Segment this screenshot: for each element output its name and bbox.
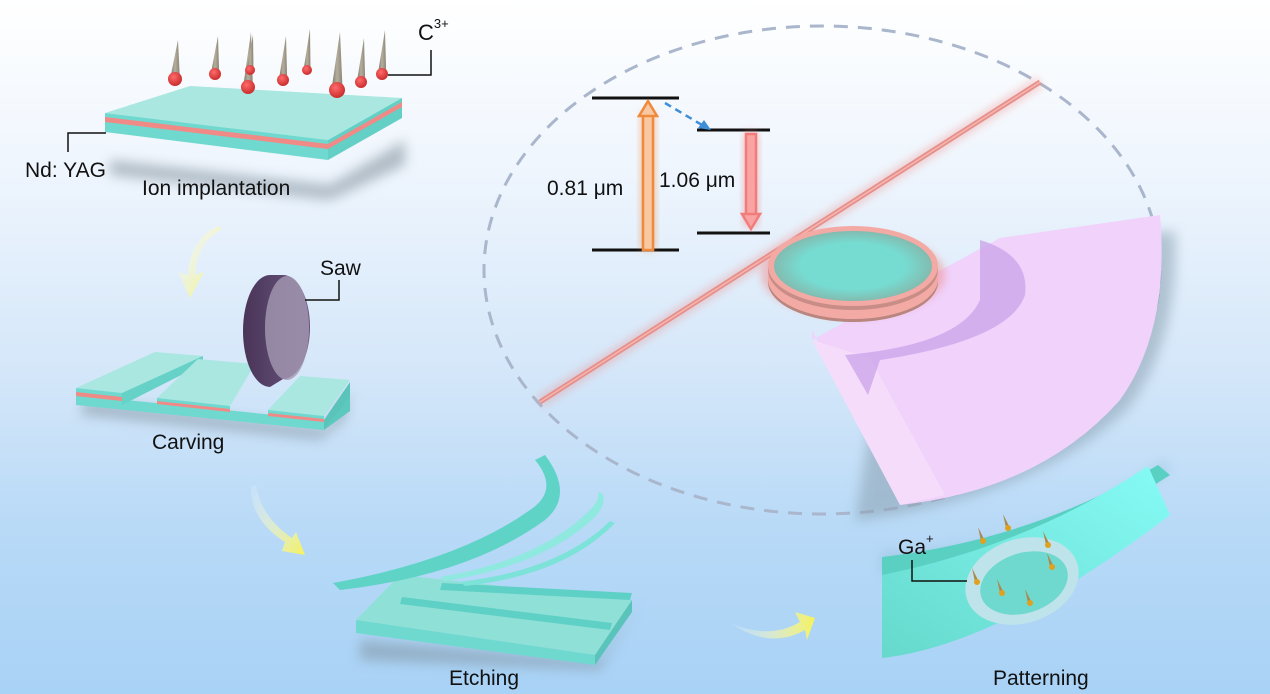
carbon-ion (329, 32, 345, 98)
relaxation-arrow (664, 101, 711, 130)
patterning-film (880, 460, 1170, 658)
step-label-patterning: Patterning (993, 667, 1089, 690)
gallium-ion (1047, 553, 1055, 570)
step-label-carving: Carving (152, 431, 225, 454)
flow-arrow-1 (178, 226, 222, 298)
flow-arrow-3 (730, 612, 815, 640)
carbon-ions (168, 29, 388, 98)
pump-arrow (636, 98, 660, 252)
etching-assembly (333, 455, 640, 670)
saw-leader-line (305, 280, 340, 301)
emission-arrow (739, 132, 763, 232)
carbon-ion (302, 29, 312, 75)
carbon-ion (168, 40, 182, 86)
flow-arrow-2 (250, 486, 305, 555)
carving-slab (76, 275, 350, 440)
fib-ion-charge: + (926, 531, 934, 546)
gallium-ions (972, 514, 1055, 606)
pedestal-fan (812, 215, 1176, 521)
step-label-ion-implantation: Ion implantation (142, 177, 291, 200)
microdisk (761, 226, 945, 322)
substrate-leader-line (67, 132, 106, 152)
carbon-ion (245, 35, 255, 75)
ion-implantation-slab (105, 86, 405, 200)
energy-level-diagram (592, 96, 770, 252)
ion-label: C3+ (418, 16, 449, 45)
saw (243, 275, 310, 387)
carbon-ion (209, 36, 221, 80)
ion-charge: 3+ (433, 16, 449, 31)
carbon-ion (355, 38, 367, 88)
fib-ion-label: Ga+ (898, 531, 934, 559)
pump-wavelength-label: 0.81 μm (547, 177, 624, 200)
gallium-ion (978, 527, 986, 544)
step-label-etching: Etching (449, 667, 520, 690)
gallium-ion (1025, 589, 1033, 606)
patterned-disk (980, 551, 1068, 615)
ga-leader-line (911, 560, 967, 582)
carbon-ion (277, 36, 289, 86)
tool-label-saw: Saw (320, 257, 361, 280)
emission-wavelength-label: 1.06 μm (659, 169, 736, 192)
carbon-ion (376, 30, 388, 80)
ion-leader-line (388, 50, 432, 76)
gallium-ion (1043, 531, 1051, 548)
gallium-ion (997, 579, 1005, 596)
gallium-ion (1003, 514, 1011, 531)
substrate-label: Nd: YAG (25, 159, 106, 182)
gallium-ion (972, 568, 980, 585)
